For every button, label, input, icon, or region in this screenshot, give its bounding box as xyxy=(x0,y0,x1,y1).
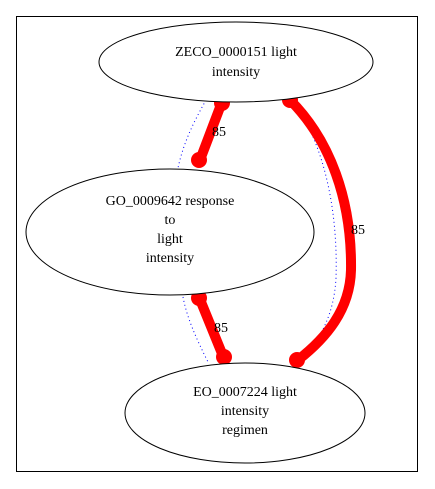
node-zeco-light-intensity[interactable] xyxy=(98,21,374,103)
node-go-response-to-light-intensity[interactable] xyxy=(25,168,315,296)
strong-edge-zeco-eo-end-cap xyxy=(289,352,305,368)
strong-edge-zeco-eo xyxy=(285,95,357,365)
strong-edge-zeco-go xyxy=(195,97,227,165)
strong-edge-go-eo-end-cap xyxy=(216,349,232,365)
edge-label-go-eo: 85 xyxy=(214,321,228,336)
node-go-label-line-1: GO_0009642 response xyxy=(106,194,235,209)
node-eo-label-line-2: intensity xyxy=(221,404,269,419)
edge-label-zeco-eo: 85 xyxy=(351,223,365,238)
node-go-label-line-2: to xyxy=(165,213,176,228)
node-zeco-label-line-1: ZECO_0000151 light xyxy=(175,45,297,60)
node-zeco-label-line-2: intensity xyxy=(212,65,260,80)
node-go-label-line-3: light xyxy=(157,232,183,247)
strong-edge-zeco-go-end-cap xyxy=(191,152,207,168)
strong-edge-go-eo xyxy=(194,292,228,361)
edge-label-zeco-go: 85 xyxy=(212,125,226,140)
node-eo-label-line-1: EO_0007224 light xyxy=(193,385,297,400)
node-eo-label-line-3: regimen xyxy=(222,423,268,438)
dotted-edge-go-eo xyxy=(182,296,209,363)
node-go-label-line-4: intensity xyxy=(146,251,194,266)
node-eo-light-intensity-regimen[interactable] xyxy=(124,362,366,464)
